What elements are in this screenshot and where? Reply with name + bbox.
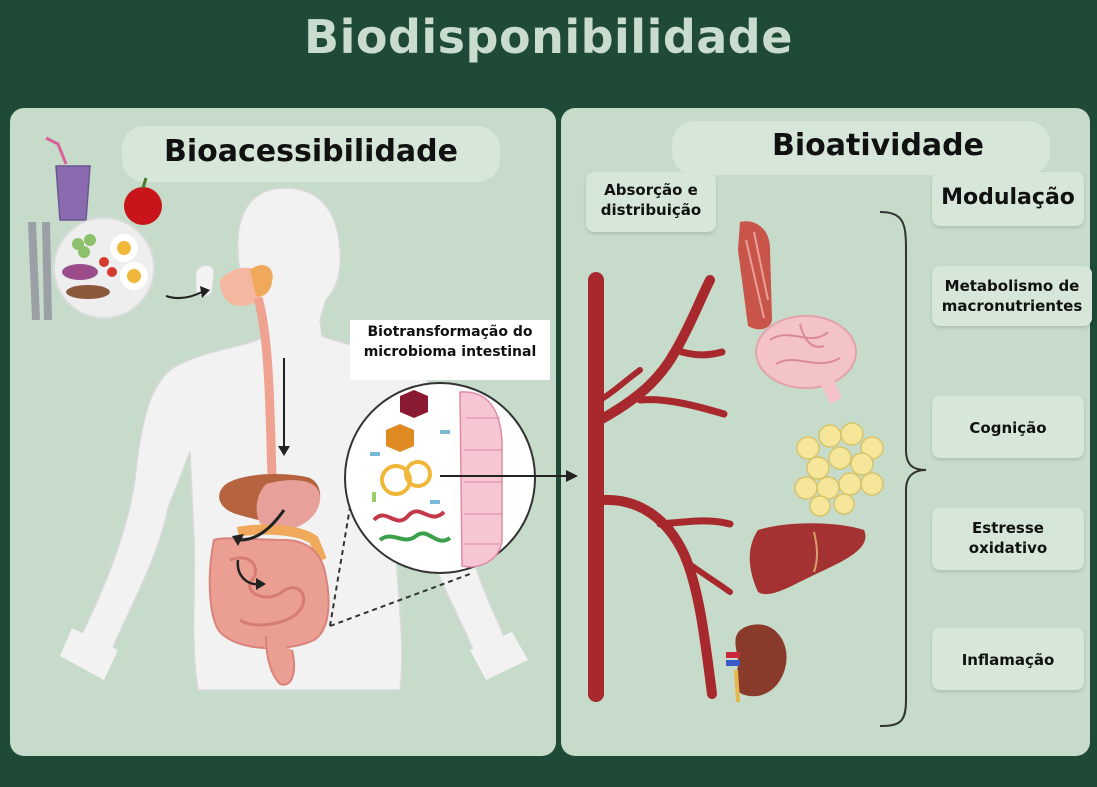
liver-icon <box>750 523 866 594</box>
food-plate-icon <box>54 218 154 318</box>
adipose-tissue-icon <box>795 423 883 516</box>
effect-oxidative-stress-line1: Estresse <box>932 518 1084 538</box>
kidney-icon <box>726 624 787 702</box>
muscle-icon <box>738 221 772 329</box>
microbiome-label-line2: microbioma intestinal <box>350 342 550 362</box>
apple-icon <box>124 178 162 225</box>
microbiome-label-line1: Biotransformação do <box>350 322 550 342</box>
effect-metabolism-line1: Metabolismo de <box>932 276 1092 296</box>
modulation-heading: Modulação <box>932 184 1084 212</box>
effect-metabolism: Metabolismo de macronutrientes <box>932 276 1092 316</box>
cutlery-icon <box>28 222 52 320</box>
effect-inflammation: Inflamação <box>932 650 1084 670</box>
absorption-label-line2: distribuição <box>586 200 716 220</box>
brain-icon <box>756 316 856 404</box>
absorption-label-line1: Absorção e <box>586 180 716 200</box>
ingestion-arrow <box>166 292 202 298</box>
effect-metabolism-line2: macronutrientes <box>932 296 1092 316</box>
absorption-label: Absorção e distribuição <box>586 180 716 220</box>
microbiome-label: Biotransformação do microbioma intestina… <box>350 320 550 380</box>
effect-oxidative-stress: Estresse oxidativo <box>932 518 1084 558</box>
bracket-icon <box>880 212 926 726</box>
drink-icon <box>46 138 90 220</box>
effect-cognition: Cognição <box>932 418 1084 438</box>
effect-oxidative-stress-line2: oxidativo <box>932 538 1084 558</box>
blood-vessel-icon <box>596 280 730 694</box>
